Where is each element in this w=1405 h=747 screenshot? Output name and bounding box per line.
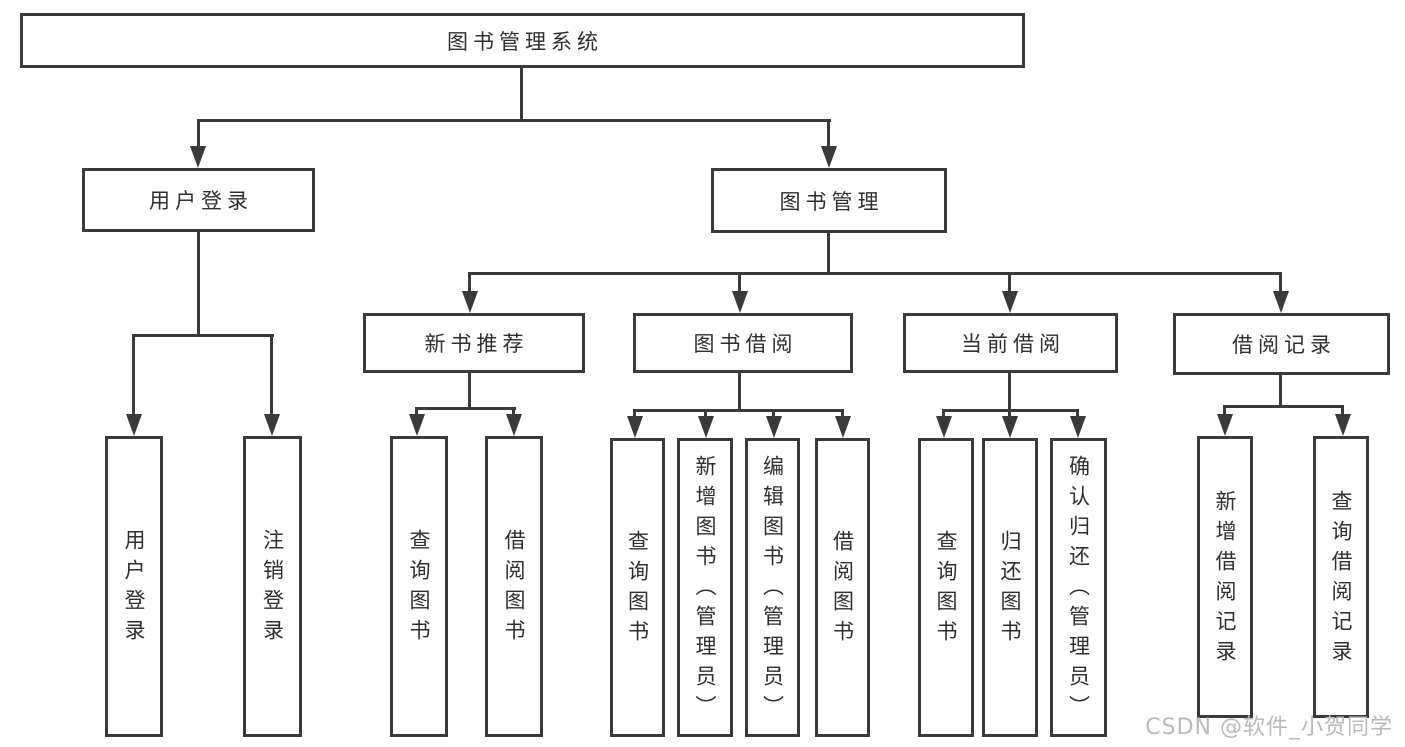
edge-drop-borrow-query: [633, 409, 636, 418]
edge-root-stem: [520, 68, 523, 122]
edge-book-borrow-branch: [633, 409, 844, 412]
leaf-records-add-record-label: 新增借阅记录: [1213, 489, 1237, 670]
edge-drop-user-login: [197, 119, 200, 146]
leaf-borrow-edit-book: 编辑图书（管理员）: [745, 438, 800, 737]
edge-drop-records-query: [1341, 405, 1344, 416]
edge-drop-current-return: [1008, 409, 1011, 418]
edge-book-borrow-stem: [738, 371, 741, 411]
edge-drop-borrow-borrow: [841, 409, 844, 418]
edge-drop-recommend-borrow: [512, 407, 515, 416]
leaf-current-confirm-return: 确认归还（管理员）: [1050, 438, 1107, 737]
leaf-user-login: 用户登录: [105, 436, 163, 737]
edge-drop-new-book: [468, 272, 471, 292]
arrow-into-current-return: [1002, 416, 1018, 438]
edge-user-login-stem: [197, 231, 200, 336]
leaf-records-query-record: 查询借阅记录: [1313, 436, 1369, 718]
arrow-into-leaf-logout: [264, 414, 280, 436]
leaf-recommend-borrow-book-label: 借阅图书: [502, 529, 526, 649]
edge-drop-leaf-logout: [270, 334, 273, 415]
leaf-records-add-record: 新增借阅记录: [1197, 436, 1253, 718]
csdn-watermark: CSDN @软件_小贺同学: [1145, 715, 1393, 740]
edge-new-book-branch: [415, 407, 516, 410]
arrow-into-recommend-borrow: [506, 414, 522, 436]
edge-drop-borrow-edit: [772, 409, 775, 418]
leaf-recommend-query-book-label: 查询图书: [407, 529, 431, 649]
node-current-borrow: 当前借阅: [903, 313, 1118, 373]
arrow-into-book-borrow: [732, 291, 748, 313]
leaf-current-return-book-label: 归还图书: [998, 530, 1022, 650]
node-book-borrow-label: 图书借阅: [693, 332, 798, 356]
node-user-login-label: 用户登录: [149, 189, 253, 213]
edge-drop-current-confirm: [1076, 409, 1079, 418]
edge-borrow-records-stem: [1279, 373, 1282, 407]
arrow-into-new-book: [462, 291, 478, 313]
node-borrow-records: 借阅记录: [1173, 313, 1390, 375]
arrow-into-borrow-records: [1273, 291, 1289, 313]
arrow-into-recommend-query: [409, 414, 425, 436]
node-new-book-recommend-label: 新书推荐: [424, 332, 529, 356]
leaf-borrow-edit-book-label: 编辑图书（管理员）: [760, 455, 785, 725]
edge-level2-branch: [197, 119, 831, 122]
edge-borrow-records-branch: [1223, 405, 1344, 408]
leaf-current-query-book: 查询图书: [918, 438, 974, 737]
edge-drop-borrow-add: [704, 409, 707, 418]
node-book-management: 图书管理: [711, 168, 947, 233]
edge-drop-leaf-user-login: [132, 334, 135, 415]
leaf-borrow-borrow-book: 借阅图书: [815, 438, 870, 737]
edge-drop-book-borrow: [738, 272, 741, 292]
arrow-into-borrow-edit: [766, 416, 782, 438]
leaf-logout-label: 注销登录: [260, 529, 285, 649]
arrow-into-current-borrow: [1002, 291, 1018, 313]
leaf-borrow-query-book-label: 查询图书: [625, 530, 650, 650]
node-current-borrow-label: 当前借阅: [961, 332, 1065, 356]
edge-drop-borrow-records: [1279, 272, 1282, 292]
edge-drop-current-borrow: [1008, 272, 1011, 292]
edge-drop-recommend-query: [415, 407, 418, 416]
arrow-into-current-confirm: [1070, 416, 1086, 438]
arrow-into-book-management: [821, 146, 837, 168]
leaf-recommend-borrow-book: 借阅图书: [485, 436, 543, 737]
node-borrow-records-label: 借阅记录: [1232, 333, 1336, 357]
arrow-into-borrow-borrow: [835, 416, 851, 438]
arrow-into-borrow-query: [627, 416, 643, 438]
leaf-borrow-add-book-label: 新增图书（管理员）: [693, 455, 717, 725]
node-library-system-label: 图书管理系统: [447, 29, 603, 54]
node-new-book-recommend: 新书推荐: [363, 313, 585, 373]
node-book-borrow: 图书借阅: [633, 313, 853, 373]
leaf-borrow-borrow-book-label: 借阅图书: [830, 530, 855, 650]
edge-drop-records-add: [1223, 405, 1226, 416]
leaf-borrow-query-book: 查询图书: [610, 438, 665, 737]
edge-level3-branch: [468, 272, 1282, 275]
arrow-into-user-login: [190, 146, 206, 168]
leaf-borrow-add-book: 新增图书（管理员）: [677, 438, 733, 737]
edge-user-login-branch: [132, 334, 274, 337]
leaf-current-confirm-return-label: 确认归还（管理员）: [1066, 455, 1091, 725]
node-book-management-label: 图书管理: [779, 189, 884, 214]
edge-new-book-stem: [468, 371, 471, 409]
leaf-records-query-record-label: 查询借阅记录: [1329, 489, 1353, 670]
edge-drop-current-query: [942, 409, 945, 418]
edge-drop-book-management: [827, 119, 830, 146]
leaf-user-login-label: 用户登录: [122, 529, 146, 649]
leaf-current-query-book-label: 查询图书: [934, 530, 958, 650]
leaf-recommend-query-book: 查询图书: [390, 436, 448, 737]
arrow-into-records-add: [1217, 414, 1233, 436]
arrow-into-borrow-add: [698, 416, 714, 438]
edge-book-management-stem: [827, 231, 830, 274]
node-user-login: 用户登录: [82, 168, 315, 232]
arrow-into-leaf-user-login: [126, 414, 142, 436]
leaf-current-return-book: 归还图书: [982, 438, 1038, 737]
arrow-into-records-query: [1335, 414, 1351, 436]
arrow-into-current-query: [936, 416, 952, 438]
leaf-logout: 注销登录: [243, 436, 302, 737]
edge-current-borrow-stem: [1008, 371, 1011, 411]
node-library-system: 图书管理系统: [20, 13, 1025, 68]
